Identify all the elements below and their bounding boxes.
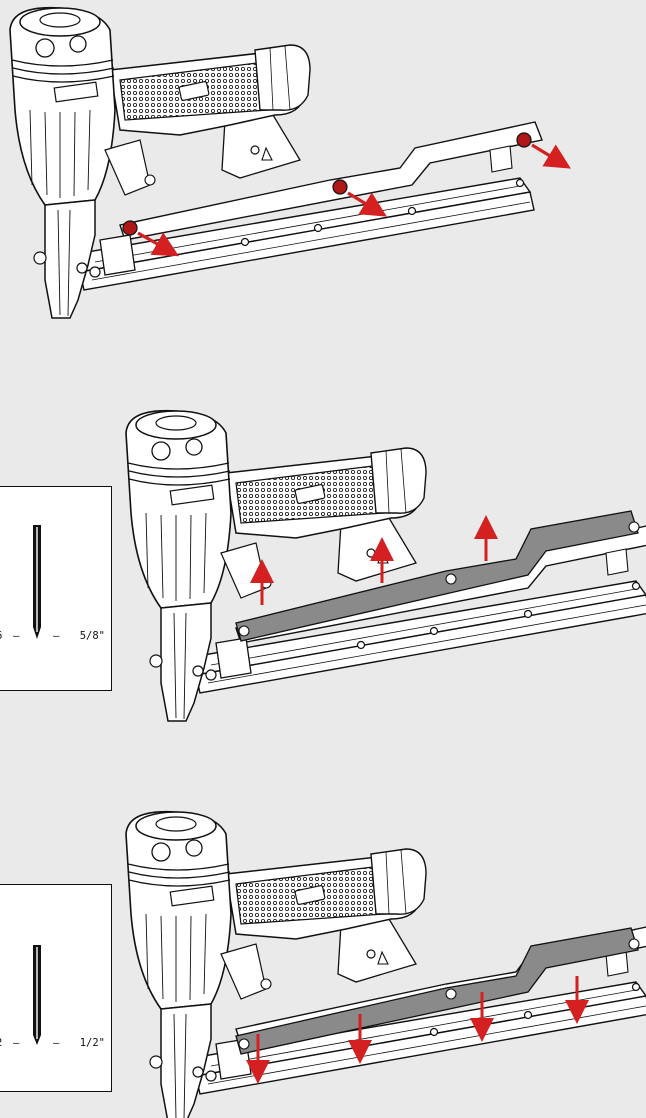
size-label-left: 2 bbox=[0, 1037, 2, 1049]
stapler-illustration bbox=[125, 409, 646, 722]
panel-remove-screws bbox=[0, 0, 646, 330]
screw bbox=[516, 132, 532, 148]
size-dash: – bbox=[53, 630, 60, 642]
size-label-right: 5/8" bbox=[79, 630, 105, 642]
stapler-illustration bbox=[9, 6, 571, 319]
size-label-right: 1/2" bbox=[79, 1037, 105, 1049]
size-dash: – bbox=[13, 630, 20, 642]
remove-arrow bbox=[137, 231, 180, 257]
size-dash: – bbox=[53, 1037, 60, 1049]
size-label-left: 6 bbox=[0, 630, 2, 642]
staple-leg-icon bbox=[33, 945, 41, 1045]
staple-size-card: 2 – – 1/2" bbox=[0, 884, 112, 1092]
screw bbox=[332, 179, 348, 195]
staple-leg-icon bbox=[33, 525, 41, 639]
staple-size-card: 6 – – 5/8" bbox=[0, 486, 112, 691]
stapler-illustration bbox=[125, 810, 646, 1118]
screw bbox=[122, 220, 138, 236]
panel-lower-guide: 2 – – 1/2" bbox=[0, 790, 646, 1118]
panel-raise-guide: 6 – – 5/8" bbox=[0, 393, 646, 723]
size-dash: – bbox=[13, 1037, 20, 1049]
remove-arrow bbox=[531, 143, 571, 169]
remove-arrow bbox=[347, 191, 387, 217]
